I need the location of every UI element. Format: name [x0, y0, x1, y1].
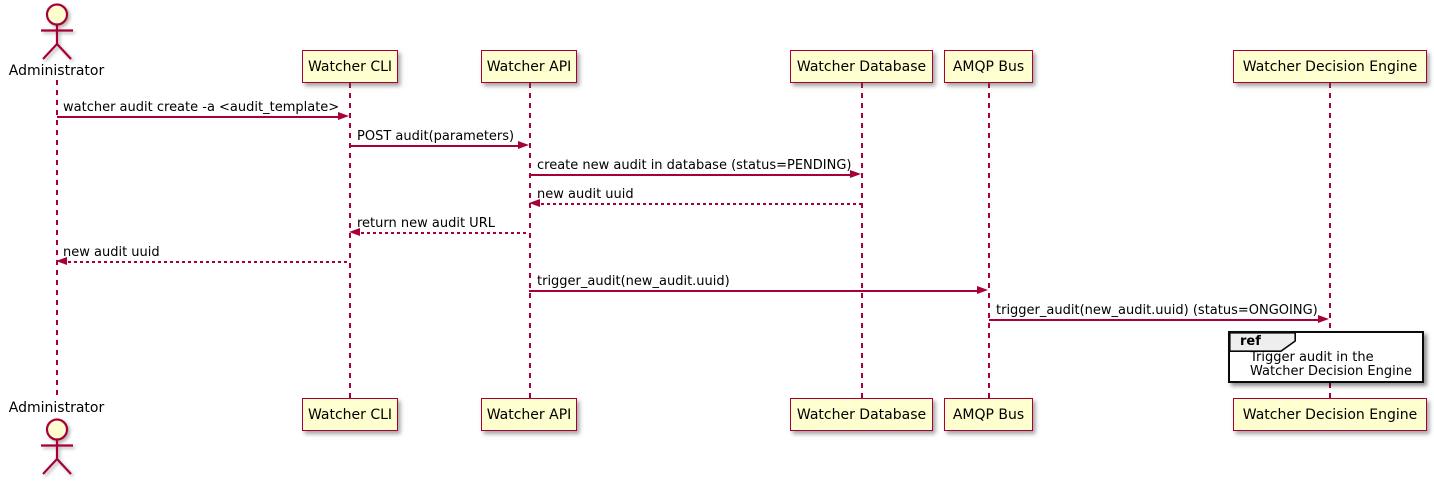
- message-line-6: [68, 261, 349, 263]
- actor-icon: [40, 418, 73, 475]
- participant-amqp-bus-top: AMQP Bus: [944, 50, 1033, 83]
- message-line-7: [529, 290, 977, 292]
- participant-watcher-api-top: Watcher API: [481, 50, 577, 83]
- message-label-1: watcher audit create -a <audit_template>: [63, 100, 340, 115]
- participant-watcher-decision-engine-top: Watcher Decision Engine: [1233, 50, 1427, 83]
- arrowhead-icon: [338, 112, 349, 120]
- ref-text-line-2: Watcher Decision Engine: [1250, 364, 1412, 379]
- lifeline-watcher-api: [529, 83, 531, 398]
- participant-label-administrator-top: Administrator: [8, 63, 105, 79]
- participant-watcher-database-bottom: Watcher Database: [790, 398, 933, 431]
- participant-watcher-api-bottom: Watcher API: [481, 398, 577, 431]
- message-line-8: [989, 319, 1318, 321]
- lifeline-administrator: [56, 80, 58, 400]
- actor-administrator-top: Administrator: [0, 3, 117, 79]
- participant-watcher-cli-bottom: Watcher CLI: [302, 398, 398, 431]
- participant-watcher-decision-engine-bottom: Watcher Decision Engine: [1233, 398, 1427, 431]
- participant-watcher-cli-top: Watcher CLI: [302, 50, 398, 83]
- participant-label-administrator-bottom: Administrator: [8, 400, 105, 416]
- message-label-8: trigger_audit(new_audit.uuid) (status=ON…: [996, 303, 1318, 318]
- lifeline-watcher-decision-engine: [1329, 83, 1331, 398]
- message-label-6: new audit uuid: [63, 245, 160, 260]
- message-line-2: [350, 145, 518, 147]
- arrowhead-icon: [1318, 315, 1329, 323]
- participant-amqp-bus-bottom: AMQP Bus: [944, 398, 1033, 431]
- message-line-3: [529, 174, 850, 176]
- actor-icon: [40, 3, 73, 60]
- message-line-5: [361, 232, 529, 234]
- message-line-1: [57, 116, 338, 118]
- participant-watcher-database-top: Watcher Database: [790, 50, 933, 83]
- arrowhead-icon: [349, 228, 360, 236]
- arrowhead-icon: [518, 141, 529, 149]
- message-label-2: POST audit(parameters): [357, 129, 515, 144]
- lifeline-amqp-bus: [988, 83, 990, 398]
- message-label-5: return new audit URL: [357, 216, 495, 231]
- arrowhead-icon: [529, 199, 540, 207]
- message-line-4: [541, 203, 861, 205]
- lifeline-watcher-cli: [349, 83, 351, 398]
- arrowhead-icon: [56, 257, 67, 265]
- arrowhead-icon: [977, 286, 988, 294]
- message-label-7: trigger_audit(new_audit.uuid): [537, 274, 730, 289]
- ref-text-line-1: Trigger audit in the: [1250, 350, 1374, 365]
- message-label-3: create new audit in database (status=PEN…: [537, 158, 852, 173]
- ref-fragment: ref Trigger audit in the Watcher Decisio…: [1228, 331, 1424, 383]
- message-label-4: new audit uuid: [537, 187, 634, 202]
- lifeline-watcher-database: [861, 83, 863, 398]
- arrowhead-icon: [850, 170, 861, 178]
- ref-tab-shape: [1229, 332, 1296, 352]
- ref-keyword: ref: [1240, 334, 1261, 349]
- actor-administrator-bottom: Administrator: [0, 400, 117, 476]
